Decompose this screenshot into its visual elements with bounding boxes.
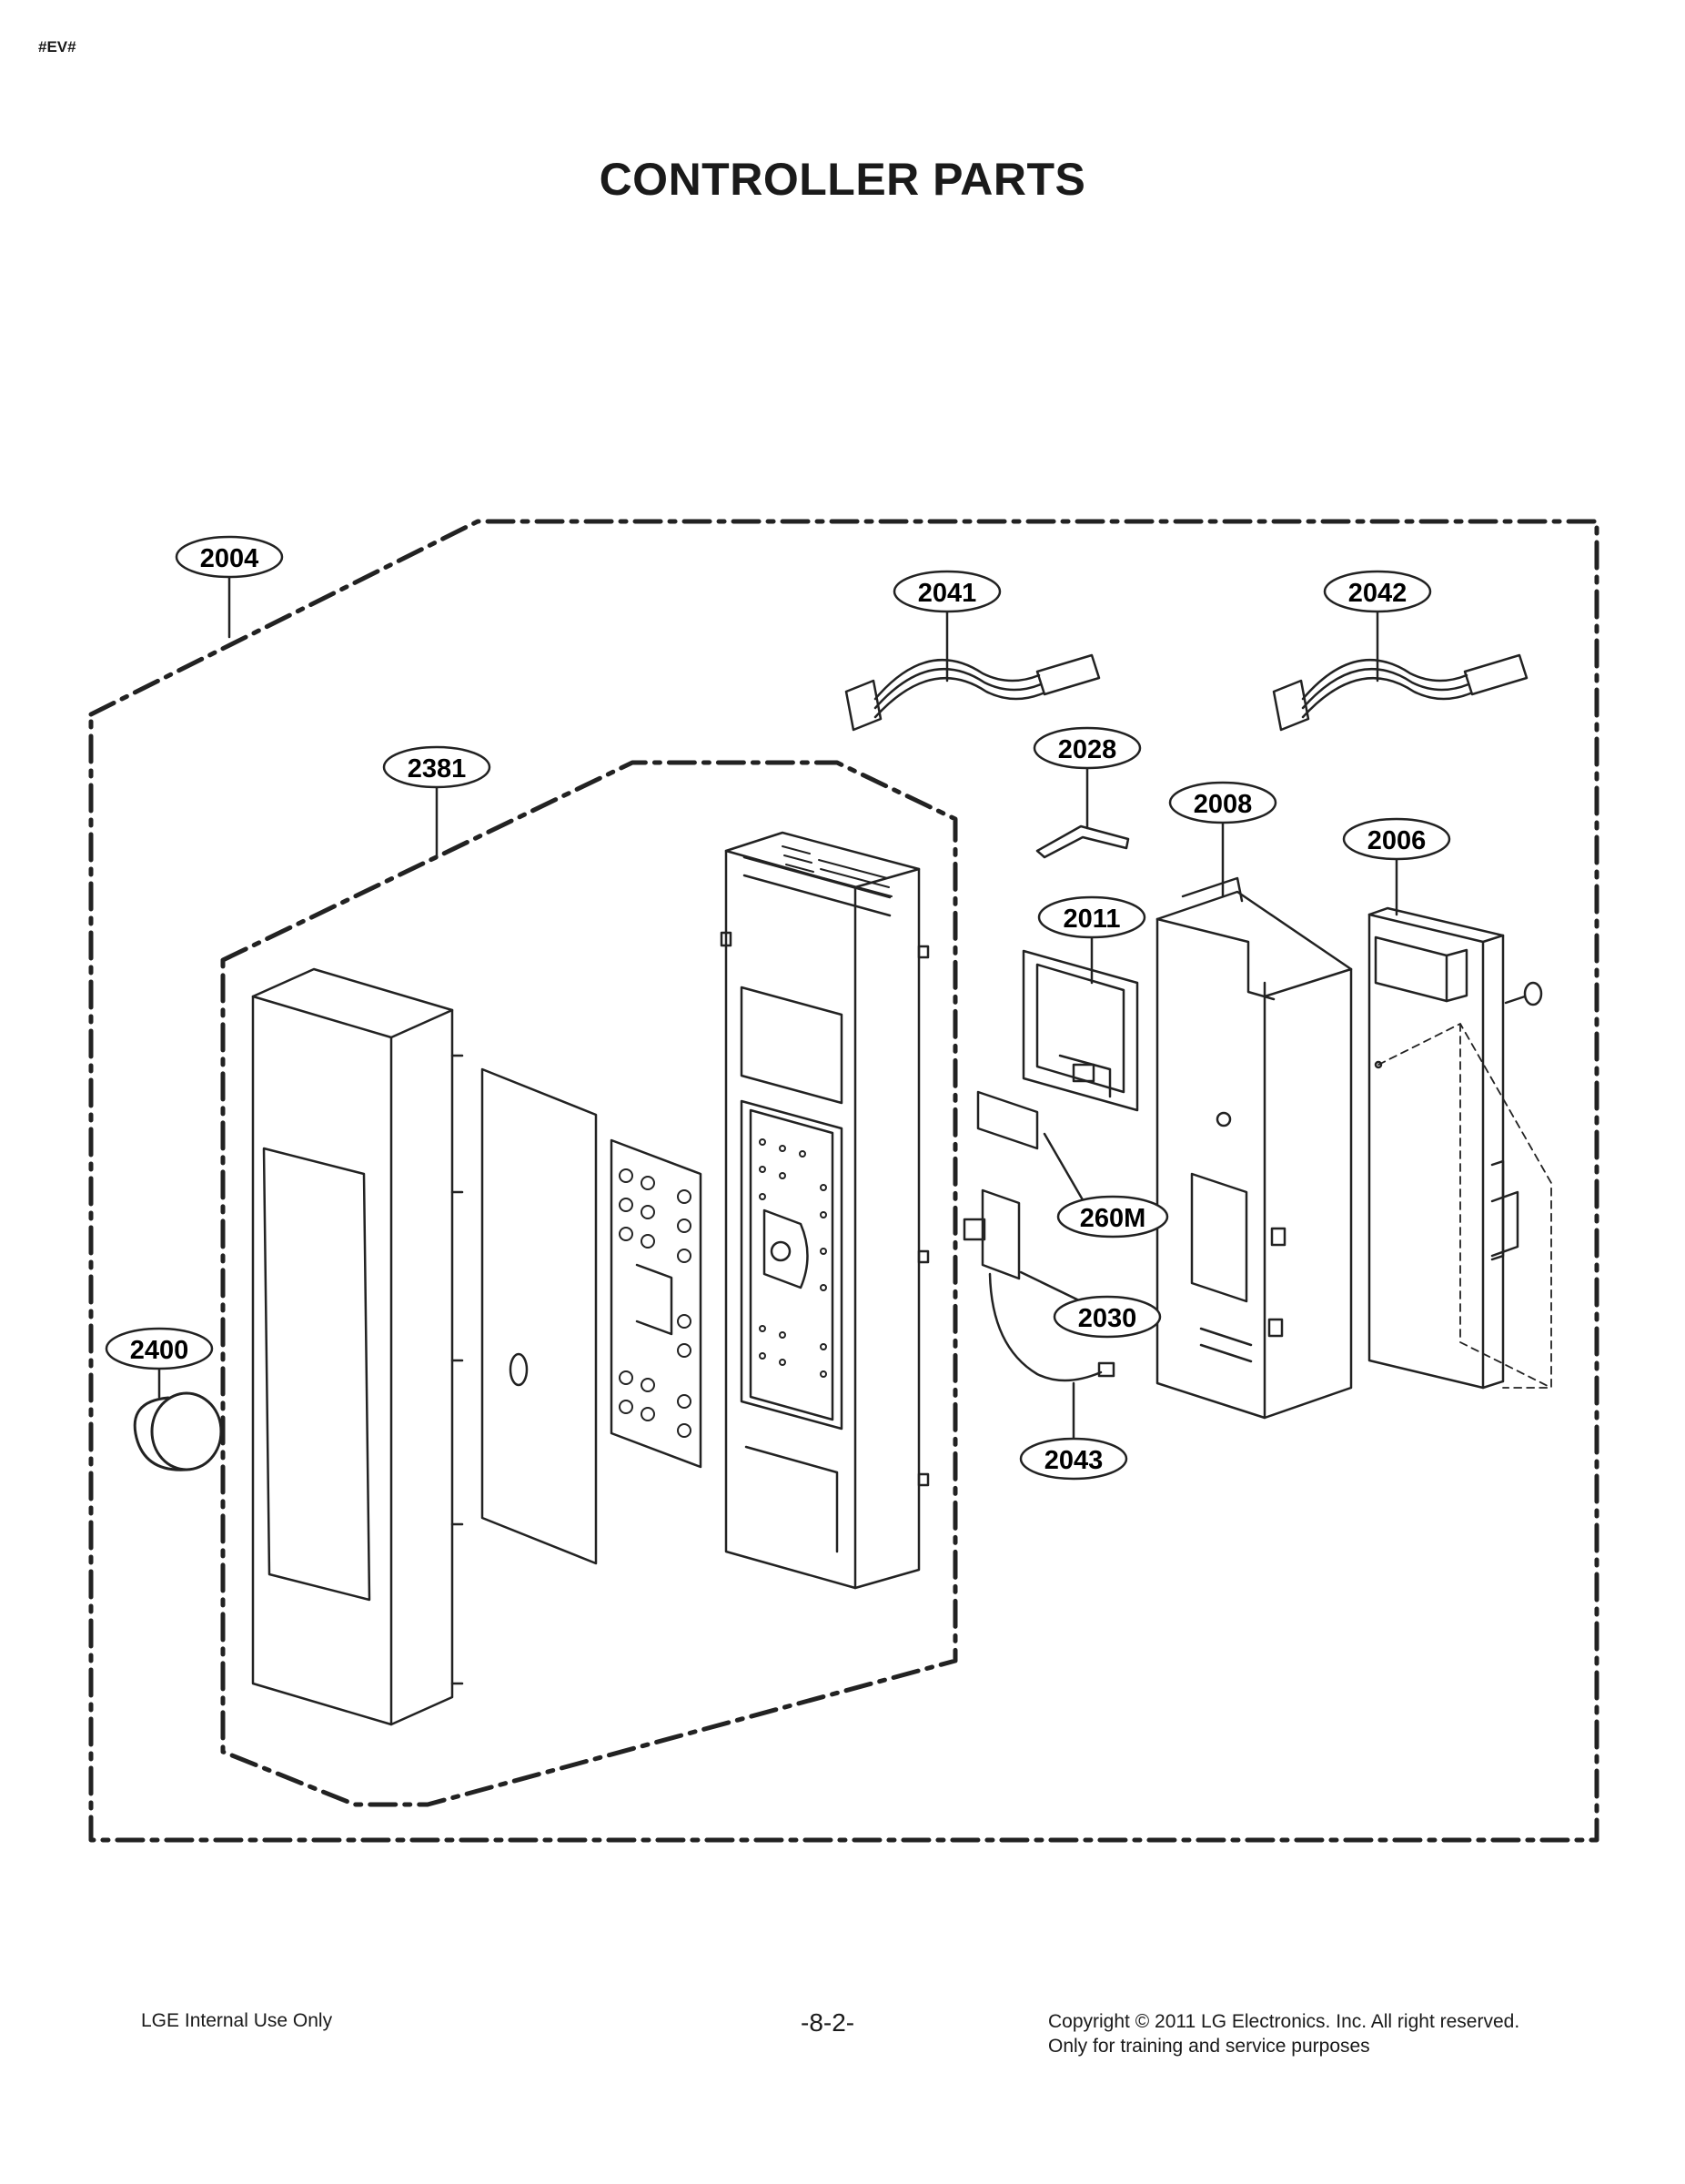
bracket-2028 — [1035, 824, 1130, 859]
footer-internal-use: LGE Internal Use Only — [141, 2010, 333, 2031]
callout-2381: 2381 — [382, 745, 491, 789]
callout-2041: 2041 — [893, 570, 1002, 613]
part-number: 2030 — [1078, 1304, 1137, 1333]
inner-panel-boundary — [220, 760, 958, 1807]
leader-lines — [157, 575, 1398, 1440]
wire-harness-2041 — [844, 653, 1101, 732]
callout-2030: 2030 — [1053, 1295, 1162, 1339]
part-labels: 2004 2041 2042 2028 2381 2008 2006 2011 — [105, 535, 1451, 1481]
front-frame-panel — [251, 967, 464, 1726]
part-number: 2028 — [1058, 735, 1117, 764]
control-housing — [720, 831, 930, 1590]
document-tag: #EV# — [38, 38, 76, 56]
wire-harness-2042 — [1272, 653, 1529, 732]
pcb-mounting-lines — [1377, 1023, 1552, 1389]
sensor-260m — [976, 1090, 1039, 1150]
controller-chassis-2008 — [1155, 876, 1353, 1420]
callout-260m: 260M — [1056, 1195, 1169, 1239]
page-title: CONTROLLER PARTS — [599, 154, 1086, 205]
footer-copyright-block: Copyright © 2011 LG Electronics. Inc. Al… — [1048, 2009, 1519, 2058]
callout-2004: 2004 — [175, 535, 284, 579]
callout-2028: 2028 — [1033, 726, 1142, 770]
rotary-encoder-2030 — [963, 1188, 1115, 1382]
outer-assembly-boundary — [88, 519, 1599, 1843]
page-number: -8-2- — [801, 2008, 855, 2037]
main-pcb-2006 — [1367, 906, 1519, 1390]
keypad-membrane — [610, 1138, 702, 1469]
callout-2400: 2400 — [105, 1327, 214, 1370]
callout-2008: 2008 — [1168, 781, 1277, 824]
part-number: 2381 — [408, 754, 467, 784]
callout-2042: 2042 — [1323, 570, 1432, 613]
callout-2006: 2006 — [1342, 817, 1451, 861]
part-number: 2041 — [918, 579, 977, 608]
callout-2011: 2011 — [1037, 895, 1146, 939]
copyright-line: Copyright © 2011 LG Electronics. Inc. Al… — [1048, 2011, 1520, 2032]
callout-2043: 2043 — [1019, 1437, 1128, 1481]
part-number: 2400 — [130, 1336, 189, 1365]
part-number: 2042 — [1348, 579, 1408, 608]
display-holder-2011 — [1022, 949, 1139, 1112]
part-number: 2006 — [1367, 826, 1427, 855]
mounting-screw — [1504, 981, 1543, 1006]
part-number: 2004 — [200, 544, 259, 573]
part-number: 2011 — [1064, 905, 1121, 934]
part-number: 2043 — [1044, 1446, 1104, 1475]
purpose-line: Only for training and service purposes — [1048, 2036, 1370, 2057]
part-number: 260M — [1080, 1204, 1146, 1233]
control-knob — [133, 1391, 223, 1471]
window-film — [480, 1067, 598, 1565]
part-number: 2008 — [1194, 790, 1253, 819]
